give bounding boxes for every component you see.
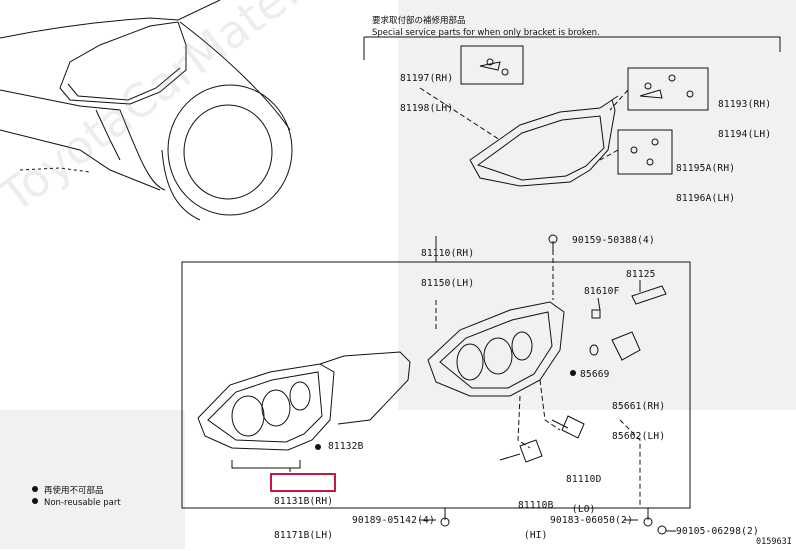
label-lo: (LO) [571,504,596,515]
label-81193: 81193(RH) [718,99,772,110]
label-81131b[interactable]: 81131B(RH) [274,496,334,507]
upper-headlamp-outline [469,95,619,187]
gray-panel-top-right [398,0,796,410]
label-81110: 81110(RH) [421,248,475,259]
label-lens-unit: 81131B(RH) 81171B(LH) [274,477,333,551]
service-note-en: Special service parts for when only brac… [372,28,600,38]
label-bracket-upper-right: 81193(RH) 81194(LH) [718,80,771,150]
label-85662-lh: 85662(LH) [612,431,666,442]
label-85669: 85669 [580,369,610,380]
label-81132b: 81132B [328,441,364,452]
label-81171b: 81171B(LH) [274,530,334,541]
label-bulb-lo: 81110D (LO) [566,455,602,525]
label-81610f: 81610F [584,286,620,297]
label-bracket-lower-right: 81195A(RH) 81196A(LH) [676,144,735,214]
label-81198: 81198(LH) [400,103,454,114]
label-81110d: 81110D [566,474,602,485]
label-81194: 81194(LH) [718,129,772,140]
legend: 再使用不可部品 Non-reusable part [32,485,121,509]
label-bolt-right: 90105-06298(2) [676,526,759,537]
label-81125: 81125 [626,269,656,280]
label-81196a: 81196A(LH) [676,193,736,204]
legend-row-jp: 再使用不可部品 [32,485,121,497]
bullet-icon [32,486,38,492]
label-81110b: 81110B [518,500,554,511]
label-81197: 81197(RH) [400,73,454,84]
label-bracket-upper-left: 81197(RH) 81198(LH) [400,54,453,124]
legend-en: Non-reusable part [44,498,121,508]
legend-row-en: Non-reusable part [32,497,121,509]
gray-panel-bottom-left [0,410,185,549]
label-bolt-mid: 90183-06050(2) [550,515,633,526]
label-81195a: 81195A(RH) [676,163,736,174]
label-bolt-left: 90189-05142(4) [352,515,435,526]
label-bulb-hi: 81110B (HI) [518,481,554,551]
label-screw-top: 90159-50388(4) [572,235,655,246]
legend-jp: 再使用不可部品 [44,486,104,496]
headlamp-housing-drawing [427,300,565,449]
label-headlamp-assy: 81110(RH) 81150(LH) [421,229,474,299]
highlight-box-81131b[interactable] [270,473,336,492]
car-front-illustration [0,0,293,221]
service-note-jp: 要求取付部の補修用部品 [372,16,466,26]
lens-unit-drawing [197,351,411,469]
label-hi: (HI) [523,530,548,541]
label-85661: 85661(RH) 85662(LH) [612,382,665,452]
diagram-code: 015963I [756,537,792,547]
bullet-icon [32,498,38,504]
label-81150: 81150(LH) [421,278,475,289]
label-85661-rh: 85661(RH) [612,401,666,412]
